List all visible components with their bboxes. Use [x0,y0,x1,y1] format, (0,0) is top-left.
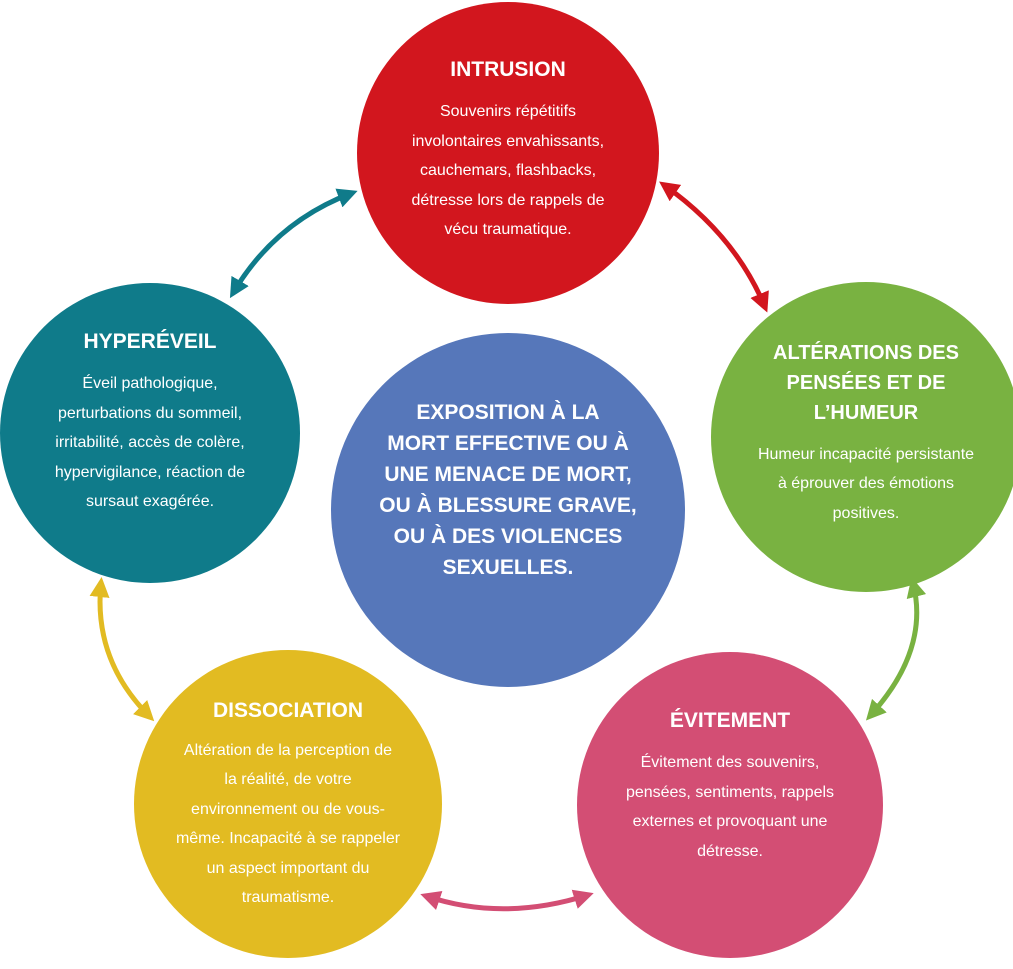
dissociation-description-line: environnement ou de vous- [191,800,385,818]
central-exposure-line: OU À BLESSURE GRAVE, [379,494,637,517]
dissociation-node: DISSOCIATION Altération de la perception… [134,650,442,958]
central-exposure-text: EXPOSITION À LA MORT EFFECTIVE OU À UNE ME… [379,397,636,583]
central-exposure-line: SEXUELLES. [442,556,574,579]
central-exposure-node: EXPOSITION À LA MORT EFFECTIVE OU À UNE ME… [331,333,685,687]
hypereveil-title-line: HYPERÉVEIL [83,330,217,354]
dissociation-description-line: traumatisme. [241,889,335,906]
hypereveil-description-line: perturbations du sommeil, [57,404,243,422]
intrusion-title-line: INTRUSION [450,58,566,82]
dissociation-description-line: un aspect important du [206,859,370,877]
evitement-description-line: pensées, sentiments, rappels [625,783,835,801]
dissociation-description-line: Altération de la perception de [183,741,393,759]
alterations-description-line: Humeur incapacité persistante [757,445,975,463]
hypereveil-description-line: hypervigilance, réaction de [54,463,246,481]
hypereveil-description-line: irritabilité, accès de colère, [55,434,245,452]
alterations-description-line: positives. [832,504,900,522]
intrusion-description-line: vécu traumatique. [444,221,572,239]
alterations-title: ALTÉRATIONS DES PENSÉES ET DE L’HUMEUR [773,338,959,428]
arrow-alterations-evitement [865,577,927,721]
central-exposure-line: OU À DES VIOLENCES [393,525,623,548]
alterations-description: Humeur incapacité persistante à éprouver … [758,440,974,529]
hypereveil-title: HYPERÉVEIL [83,327,216,357]
arrow-evitement-dissociation [420,889,594,912]
dissociation-description-line: la réalité, de votre [224,771,352,788]
dissociation-title: DISSOCIATION [213,696,363,726]
arrow-intrusion-alterations [659,181,769,313]
evitement-title-line: ÉVITEMENT [669,709,791,732]
alterations-title-line: ALTÉRATIONS DES [773,341,959,364]
hypereveil-description: Éveil pathologique, perturbations du somm… [55,369,245,517]
alterations-title-line: L’HUMEUR [813,401,919,424]
evitement-description: Évitement des souvenirs, pensées, sentime… [626,748,834,866]
intrusion-node: INTRUSION Souvenirs répétitifs involontai… [357,2,659,304]
intrusion-description-line: involontaires envahissants, [411,132,605,150]
intrusion-description-line: Souvenirs répétitifs [439,103,577,121]
intrusion-description: Souvenirs répétitifs involontaires envahi… [412,97,605,245]
central-exposure-line: UNE MENACE DE MORT, [384,463,632,486]
alterations-description-line: à éprouver des émotions [777,475,955,493]
evitement-node: ÉVITEMENT Évitement des souvenirs, pensée… [577,652,883,958]
dissociation-title-line: DISSOCIATION [212,698,364,722]
arrow-hypereveil-intrusion [229,188,358,299]
central-exposure-line: EXPOSITION À LA [416,401,600,424]
hypereveil-description-line: Éveil pathologique, [82,375,218,393]
dissociation-description-line: même. Incapacité à se rappeler [175,830,401,847]
evitement-description-line: Évitement des souvenirs, [640,754,820,771]
arrow-dissociation-hypereveil [89,577,155,722]
evitement-description-line: détresse. [697,842,763,860]
intrusion-description-line: cauchemars, flashbacks, [419,162,597,180]
intrusion-description-line: détresse lors de rappels de [411,191,605,209]
intrusion-title: INTRUSION [450,55,566,85]
alterations-node: ALTÉRATIONS DES PENSÉES ET DE L’HUMEUR Hum… [711,282,1013,592]
alterations-title-line: PENSÉES ET DE [786,371,946,394]
central-exposure-line: MORT EFFECTIVE OU À [387,432,629,455]
dissociation-description: Altération de la perception de la réalité… [176,736,400,913]
evitement-description-line: externes et provoquant une [632,813,828,830]
hypereveil-node: HYPERÉVEIL Éveil pathologique, perturbati… [0,283,300,583]
evitement-title: ÉVITEMENT [670,706,790,736]
hypereveil-description-line: sursaut exagérée. [85,493,215,511]
